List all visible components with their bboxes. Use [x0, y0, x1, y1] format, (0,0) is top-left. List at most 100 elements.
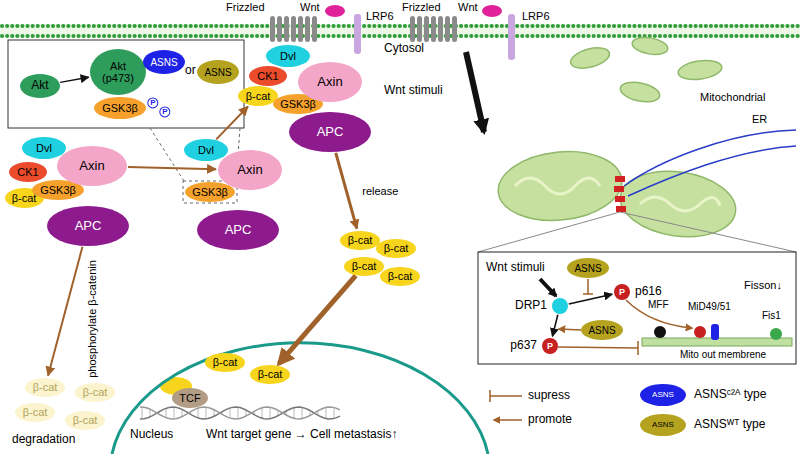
- pathway-arrow: [48, 247, 82, 376]
- receptor-name: LRP6: [522, 10, 550, 23]
- protein-name: Axin: [237, 163, 262, 177]
- nucleus-envelope: [112, 343, 488, 454]
- receptor-name: LRP6: [366, 10, 394, 23]
- protein-name: β-cat: [23, 406, 48, 418]
- endoplasmic-reticulum: [624, 130, 796, 196]
- ligand-name: Wnt: [458, 1, 478, 14]
- protein-name: Axin: [317, 75, 342, 89]
- protein-name: β-cat: [12, 192, 37, 204]
- akt-p473-protein: Akt (p473): [90, 49, 146, 95]
- phospho-mark: P: [159, 106, 170, 117]
- region-name: Cytosol: [384, 42, 424, 56]
- node-label: DRP1: [515, 299, 547, 312]
- cristae: [515, 178, 720, 211]
- fission-ring: [614, 176, 626, 212]
- protein-name: GSK3β: [192, 186, 228, 198]
- dna-helix: [140, 407, 340, 419]
- protein-name: APC: [225, 223, 252, 237]
- protein-name: β-cat: [213, 356, 238, 368]
- dvl-protein: Dvl: [184, 139, 228, 161]
- legend-text: supress: [528, 389, 570, 403]
- asns-wt-protein: ASNS: [581, 320, 623, 340]
- stimulus-label: Wnt stimuli: [384, 84, 443, 98]
- protein-name: GSK3β: [102, 102, 138, 114]
- degraded-beta-catenin: β-cat: [75, 383, 115, 402]
- wnt-stimuli-arrow: [466, 52, 484, 132]
- inset-frame: [8, 40, 244, 128]
- conjunction: or: [185, 64, 196, 78]
- ligand-name: Wnt: [300, 1, 320, 14]
- protein-name: MiD49/51: [688, 301, 731, 313]
- outcome-text: Wnt target gene → Cell metastasis↑: [206, 428, 397, 442]
- structure-name: Mito out membrene: [680, 349, 766, 361]
- protein-name: Dvl: [280, 50, 296, 62]
- zoom-lines: [478, 212, 796, 252]
- beta-catenin: β-cat: [376, 239, 416, 258]
- pathway-arrow: [336, 153, 357, 229]
- protein-name: ASNS: [588, 325, 615, 336]
- axin-protein: Axin: [57, 146, 127, 186]
- asns-wt-protein: ASNS: [567, 258, 609, 278]
- cell-membrane: [0, 24, 800, 38]
- beta-catenin: β-cat: [250, 365, 290, 384]
- edge-label: release: [360, 184, 400, 197]
- protein-name: β-cat: [258, 368, 283, 380]
- dvl-protein: Dvl: [266, 45, 310, 67]
- process-label: degradation: [12, 433, 75, 447]
- axin-protein: Axin: [298, 62, 362, 102]
- protein-name: β-cat: [352, 260, 377, 272]
- protein-name: β-cat: [246, 90, 271, 102]
- apc-protein: APC: [47, 206, 129, 246]
- apc-protein: APC: [197, 210, 279, 250]
- swatch-text: ASNS: [652, 420, 674, 429]
- protein-name: Akt: [31, 79, 48, 92]
- protein-name: CK1: [257, 70, 278, 82]
- legend-text: ASNSᵂᵀ type: [694, 418, 765, 432]
- stimulus-label: Wnt stimuli: [486, 261, 545, 275]
- legend-text: ASNSᶜ²ᴬ type: [694, 388, 766, 402]
- pathway-arrow: [552, 315, 557, 337]
- protein-name: ASNS: [574, 263, 601, 274]
- akt-protein: Akt: [20, 74, 60, 98]
- pathway-arrow: [128, 167, 216, 169]
- protein-name: β-cat: [384, 242, 409, 254]
- protein-name: Axin: [79, 159, 104, 173]
- phospho-mark: P: [147, 97, 158, 108]
- protein-name: β-cat: [73, 414, 98, 426]
- pathway-arrow: [279, 276, 356, 364]
- compartment-name: Nucleus: [130, 428, 173, 442]
- drp1-circle: DRP1: [552, 298, 568, 314]
- protein-name: β-cat: [388, 270, 413, 282]
- degraded-beta-catenin: β-cat: [65, 411, 105, 430]
- protein-name: Dvl: [36, 142, 52, 154]
- protein-name: APC: [317, 125, 344, 139]
- organelle-name: ER: [752, 113, 767, 126]
- ck1-protein: CK1: [9, 162, 47, 182]
- protein-name: TCF: [179, 392, 200, 404]
- gsk3b-protein: GSK3β: [273, 94, 323, 114]
- protein-name: Akt (p473): [97, 60, 139, 84]
- protein-name: Dvl: [198, 144, 214, 156]
- organelle-name: Mitochondrial: [700, 91, 765, 104]
- inset-pathway: [540, 279, 792, 355]
- phospho-mark: P: [547, 341, 553, 351]
- gsk3b-protein: GSK3β: [94, 97, 146, 119]
- axin-protein: Axin: [218, 150, 282, 190]
- protein-name: ASNS: [204, 67, 231, 78]
- asns-wt-protein: ASNS: [197, 60, 239, 84]
- pathway-arrow: [569, 294, 612, 304]
- degraded-beta-catenin: β-cat: [15, 403, 55, 422]
- protein-name: Fis1: [762, 310, 781, 322]
- node-label: p616: [635, 285, 662, 298]
- protein-name: β-cat: [83, 386, 108, 398]
- protein-name: MFF: [648, 299, 669, 311]
- node-label: p637: [510, 339, 537, 352]
- protein-name: GSK3β: [40, 184, 76, 196]
- frizzled-receptor: [270, 16, 457, 42]
- beta-catenin: β-cat: [238, 86, 278, 106]
- receptor-name: Frizzled: [226, 1, 265, 14]
- legend-samples: [490, 390, 522, 420]
- beta-catenin: β-cat: [340, 231, 380, 250]
- beta-catenin: β-cat: [380, 267, 420, 286]
- protein-name: APC: [75, 219, 102, 233]
